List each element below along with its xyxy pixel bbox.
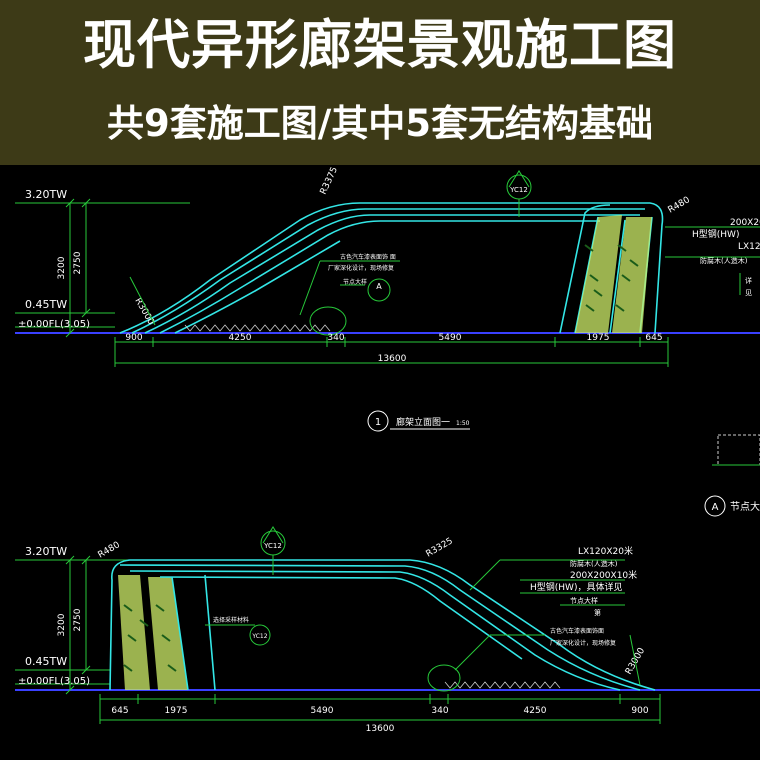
- dim-value: 1975: [165, 706, 188, 716]
- svg-text:节点大样: 节点大样: [570, 596, 598, 605]
- svg-text:节点大样: 节点大样: [343, 278, 367, 286]
- dim-value: 340: [431, 706, 448, 716]
- svg-text:选择采样材料: 选择采样材料: [213, 616, 249, 624]
- leader-line: [299, 260, 321, 316]
- caption-number: 1: [375, 417, 381, 428]
- corridor-leg-fill: [148, 577, 188, 690]
- caption-title: 廊架立面图一: [396, 416, 450, 428]
- vertical-dim-3200: 3200: [57, 613, 67, 636]
- section-marker: YC12: [260, 526, 286, 575]
- leader-line: [469, 559, 625, 606]
- dim-value: 5490: [311, 706, 334, 716]
- leader-line: [454, 634, 491, 671]
- level-label-mid: 0.45TW: [25, 298, 67, 311]
- radius-label: R3325: [425, 536, 455, 559]
- dim-total: 13600: [378, 354, 407, 364]
- elevation-2: 3.20TW 0.45TW ±0.00FL(3.05) 3200 2750 R4…: [15, 526, 760, 734]
- vertical-dim-3200: 3200: [57, 256, 67, 279]
- svg-text:防腐木(人造木): 防腐木(人造木): [570, 559, 618, 568]
- side-detail-hatch: [717, 434, 760, 466]
- section-marker-label: YC12: [263, 542, 282, 550]
- svg-text:防腐木(人造木): 防腐木(人造木): [700, 256, 748, 265]
- horizontal-dims: 900 4250 340 5490 1975 645 13600: [125, 333, 662, 364]
- level-label-base: ±0.00FL(3.05): [18, 319, 90, 330]
- page-subtitle: 共9套施工图/其中5套无结构基础: [106, 102, 653, 145]
- dim-value: 900: [631, 706, 648, 716]
- caption-circle: [367, 410, 389, 432]
- caption-scale: 1:50: [456, 420, 470, 427]
- cad-drawing: 3.20TW 0.45TW ±0.00FL(3.05) 3200 2750 R3…: [15, 166, 760, 734]
- corridor-leg-fill: [612, 217, 652, 333]
- header-banner: [0, 0, 760, 165]
- corridor-leg-pattern: [584, 244, 639, 312]
- svg-text:H型钢(HW)，具体详见: H型钢(HW)，具体详见: [530, 581, 622, 593]
- notes-ramp: 古色汽车漆表面饰 面 厂家深化设计，现场修复 节点大样: [328, 253, 396, 286]
- dim-value: 4250: [524, 706, 547, 716]
- corridor-structure: [109, 559, 656, 691]
- corridor-structure: [119, 202, 664, 334]
- level-label-base: ±0.00FL(3.05): [18, 676, 90, 687]
- svg-text:详: 详: [745, 276, 752, 285]
- level-label-top: 3.20TW: [25, 188, 67, 201]
- side-detail: A 节点大: [704, 434, 760, 517]
- svg-text:200X20: 200X20: [730, 218, 760, 228]
- ground-gravel: [184, 324, 331, 332]
- radius-label: R3375: [319, 166, 340, 197]
- dim-value: 900: [125, 333, 142, 343]
- dim-total: 13600: [366, 724, 395, 734]
- leader-line: [665, 226, 760, 295]
- radius-label: R480: [97, 540, 123, 561]
- detail-ref-label: YC12: [251, 633, 267, 640]
- corridor-leg-fill: [118, 575, 150, 690]
- detail-callout-ellipse: [427, 664, 461, 692]
- vertical-dim-2750: 2750: [73, 608, 83, 631]
- svg-text:第: 第: [594, 608, 601, 617]
- vertical-dim-2750: 2750: [73, 251, 83, 274]
- side-detail-ref-circle: [704, 495, 726, 517]
- elevation-1: 3.20TW 0.45TW ±0.00FL(3.05) 3200 2750 R3…: [15, 166, 760, 432]
- svg-text:古色汽车漆表面饰面: 古色汽车漆表面饰面: [550, 627, 604, 635]
- dim-tick: [65, 198, 91, 338]
- svg-text:200X200X10米: 200X200X10米: [570, 569, 637, 581]
- dim-tick: [65, 555, 91, 695]
- level-label-top: 3.20TW: [25, 545, 67, 558]
- detail-ref-circle: [249, 624, 271, 646]
- detail-ref-label: A: [376, 282, 382, 291]
- radius-label: R480: [667, 195, 693, 216]
- dim-ticks: [114, 337, 669, 367]
- dim-value: 340: [327, 333, 344, 343]
- dim-value: 4250: [229, 333, 252, 343]
- svg-text:H型钢(HW): H型钢(HW): [692, 228, 739, 240]
- detail-ref-circle: [367, 278, 391, 302]
- leader-line: [129, 276, 156, 326]
- dim-ticks: [99, 694, 661, 724]
- annotations-right: 200X20 H型钢(HW) LX120 防腐木(人造木) 详 见: [692, 218, 760, 297]
- dim-value: 645: [111, 706, 128, 716]
- section-marker-label: YC12: [509, 186, 528, 194]
- page-title: 现代异形廊架景观施工图: [83, 15, 677, 76]
- svg-text:LX120X20米: LX120X20米: [578, 545, 633, 557]
- section-marker: YC12: [506, 170, 532, 217]
- corridor-leg-fill: [575, 215, 622, 333]
- notes-ramp: 选择采样材料 古色汽车漆表面饰面 厂家深化设计，现场修复: [213, 616, 616, 647]
- side-detail-ref: A: [712, 502, 719, 513]
- svg-text:古色汽车漆表面饰 面: 古色汽车漆表面饰 面: [340, 253, 396, 261]
- horizontal-dims: 645 1975 5490 340 4250 900 13600: [111, 706, 648, 734]
- dim-value: 645: [645, 333, 662, 343]
- level-label-mid: 0.45TW: [25, 655, 67, 668]
- dim-value: 1975: [587, 333, 610, 343]
- dim-value: 5490: [439, 333, 462, 343]
- svg-text:见: 见: [745, 289, 752, 297]
- svg-text:LX120: LX120: [738, 242, 760, 252]
- leader-line: [629, 634, 641, 686]
- corridor-leg-pattern: [123, 604, 177, 672]
- ground-gravel: [444, 681, 561, 689]
- side-detail-label: 节点大: [730, 500, 760, 513]
- annotations-right: LX120X20米 防腐木(人造木) 200X200X10米 H型钢(HW)，具…: [530, 545, 637, 617]
- svg-text:厂家深化设计，现场修复: 厂家深化设计，现场修复: [328, 264, 394, 272]
- detail-callout-ellipse: [309, 306, 347, 336]
- svg-text:厂家深化设计，现场修复: 厂家深化设计，现场修复: [550, 639, 616, 647]
